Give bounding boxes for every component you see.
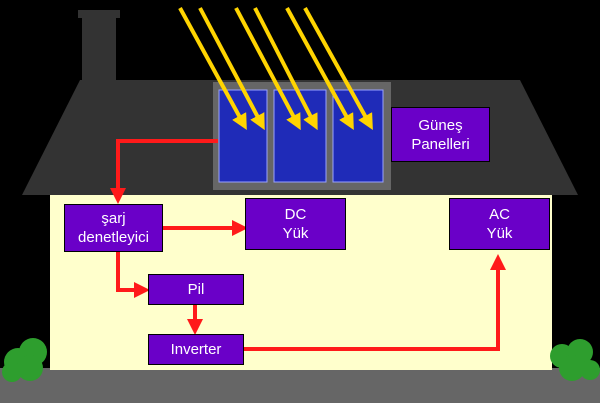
wire-panels-to-controller bbox=[110, 139, 218, 204]
chimney bbox=[82, 15, 116, 85]
sun-ray-2 bbox=[198, 7, 265, 131]
sunlight-rays bbox=[178, 7, 373, 131]
sun-ray-1 bbox=[178, 7, 247, 131]
sun-ray-6 bbox=[303, 7, 373, 130]
dc-load-label-line-1: DC bbox=[284, 206, 307, 223]
solar-panels-label: Güneş Panelleri bbox=[391, 107, 490, 162]
left-shrub bbox=[2, 338, 47, 382]
ac-load-label-line-1: AC bbox=[489, 206, 510, 223]
sun-ray-4 bbox=[253, 7, 318, 131]
wire-inverter-to-ac-load bbox=[244, 254, 506, 351]
ac-load-label-line-2: Yük bbox=[486, 225, 513, 242]
battery-label: Pil bbox=[187, 281, 205, 298]
right-shrub bbox=[550, 339, 600, 381]
charge-controller-box: şarj denetleyici bbox=[64, 204, 163, 252]
dc-load-label-line-2: Yük bbox=[282, 225, 309, 242]
chimney-cap bbox=[78, 10, 120, 18]
sun-ray-5 bbox=[285, 7, 354, 131]
solar-panels-label-line-1: Güneş bbox=[418, 116, 463, 134]
ac-load-box: AC Yük bbox=[449, 198, 550, 250]
wire-controller-to-battery bbox=[116, 250, 150, 298]
ground bbox=[0, 368, 600, 403]
solar-panels-label-line-2: Panelleri bbox=[411, 135, 470, 153]
charge-controller-label-line-2: denetleyici bbox=[78, 229, 149, 246]
dc-load-box: DC Yük bbox=[245, 198, 346, 250]
charge-controller-label-line-1: şarj bbox=[101, 210, 126, 227]
inverter-box: Inverter bbox=[148, 334, 244, 365]
solar-panel-cell-2 bbox=[273, 89, 327, 183]
inverter-label: Inverter bbox=[170, 341, 222, 358]
battery-box: Pil bbox=[148, 274, 244, 305]
solar-panel-cell-1 bbox=[218, 89, 268, 183]
sun-ray-3 bbox=[234, 7, 301, 131]
wiring bbox=[110, 139, 506, 351]
